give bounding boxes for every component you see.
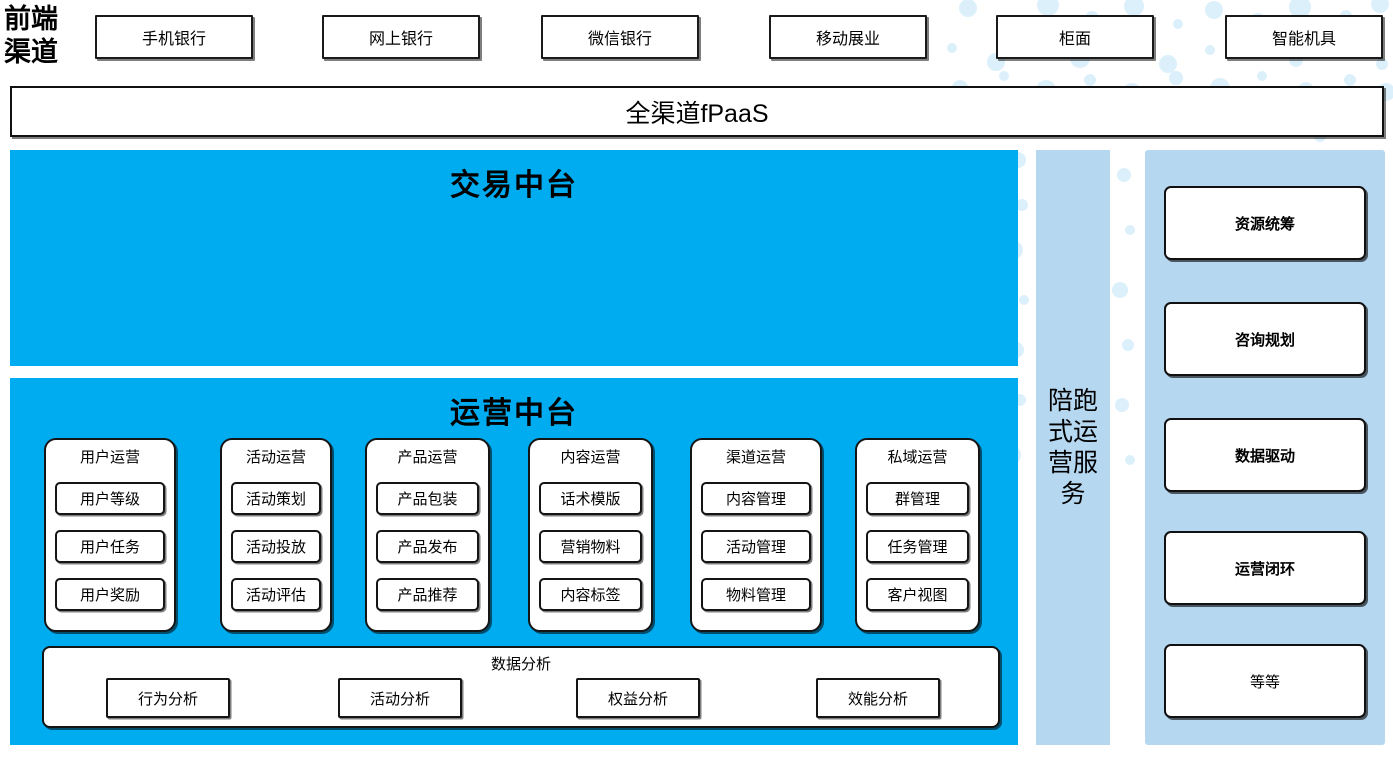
- service-strip-panel: 陪跑式运营服务: [1036, 150, 1110, 745]
- front-channel-label: 前端 渠道: [4, 2, 90, 70]
- trade-platform-panel: 交易中台: [10, 150, 1018, 366]
- capability-box-operations-closed-loop[interactable]: 运营闭环: [1164, 531, 1366, 605]
- ops-column-title: 产品运营: [397, 449, 458, 466]
- ops-item-material-management[interactable]: 物料管理: [701, 578, 811, 611]
- ops-column-title: 私域运营: [887, 449, 948, 466]
- ops-item-campaign-management[interactable]: 活动管理: [701, 530, 811, 563]
- channel-chip-smart-machine[interactable]: 智能机具: [1225, 15, 1383, 59]
- analytics-title: 数据分析: [490, 656, 551, 673]
- trade-platform-title: 交易中台: [450, 169, 578, 202]
- capability-box-etc[interactable]: 等等: [1164, 644, 1366, 718]
- channel-chip-mobile-bank[interactable]: 手机银行: [95, 15, 253, 59]
- ops-column-content-operations: 内容运营 话术模版 营销物料 内容标签: [528, 438, 653, 632]
- ops-item-script-template[interactable]: 话术模版: [539, 482, 642, 515]
- channel-chip-mobile-field[interactable]: 移动展业: [769, 15, 927, 59]
- ops-item-task-management[interactable]: 任务管理: [866, 530, 969, 563]
- analytics-band: 数据分析 行为分析 活动分析 权益分析 效能分析: [42, 646, 1000, 728]
- ops-item-user-task[interactable]: 用户任务: [55, 530, 165, 563]
- ops-item-user-level[interactable]: 用户等级: [55, 482, 165, 515]
- ops-item-campaign-delivery[interactable]: 活动投放: [231, 530, 321, 563]
- ops-column-product-operations: 产品运营 产品包装 产品发布 产品推荐: [365, 438, 490, 632]
- channel-chip-online-bank[interactable]: 网上银行: [322, 15, 480, 59]
- ops-item-campaign-evaluation[interactable]: 活动评估: [231, 578, 321, 611]
- analytics-item-efficiency[interactable]: 效能分析: [816, 678, 940, 718]
- front-channel-label-line1: 前端: [4, 4, 58, 34]
- ops-column-title: 渠道运营: [725, 449, 786, 466]
- ops-column-user-operations: 用户运营 用户等级 用户任务 用户奖励: [44, 438, 176, 632]
- ops-column-title: 用户运营: [79, 449, 140, 466]
- ops-item-campaign-planning[interactable]: 活动策划: [231, 482, 321, 515]
- ops-item-group-management[interactable]: 群管理: [866, 482, 969, 515]
- capability-box-consulting-planning[interactable]: 咨询规划: [1164, 302, 1366, 376]
- ops-item-user-reward[interactable]: 用户奖励: [55, 578, 165, 611]
- ops-column-channel-operations: 渠道运营 内容管理 活动管理 物料管理: [690, 438, 822, 632]
- analytics-item-campaign[interactable]: 活动分析: [338, 678, 462, 718]
- ops-item-customer-view[interactable]: 客户视图: [866, 578, 969, 611]
- capability-box-resource-coordination[interactable]: 资源统筹: [1164, 186, 1366, 260]
- ops-platform-title: 运营中台: [450, 397, 578, 430]
- front-channel-label-line2: 渠道: [4, 37, 58, 67]
- ops-column-campaign-operations: 活动运营 活动策划 活动投放 活动评估: [220, 438, 332, 632]
- ops-item-content-management[interactable]: 内容管理: [701, 482, 811, 515]
- fpaas-bar[interactable]: 全渠道fPaaS: [10, 86, 1384, 137]
- ops-item-product-packaging[interactable]: 产品包装: [376, 482, 479, 515]
- capability-panel: 资源统筹 咨询规划 数据驱动 运营闭环 等等: [1145, 150, 1385, 745]
- analytics-item-behavior[interactable]: 行为分析: [106, 678, 230, 718]
- ops-item-content-tag[interactable]: 内容标签: [539, 578, 642, 611]
- analytics-item-benefit[interactable]: 权益分析: [576, 678, 700, 718]
- capability-box-data-driven[interactable]: 数据驱动: [1164, 418, 1366, 492]
- ops-item-product-recommend[interactable]: 产品推荐: [376, 578, 479, 611]
- ops-column-title: 内容运营: [560, 449, 621, 466]
- ops-column-private-domain-operations: 私域运营 群管理 任务管理 客户视图: [855, 438, 980, 632]
- channel-chip-counter[interactable]: 柜面: [996, 15, 1154, 59]
- ops-column-title: 活动运营: [245, 449, 306, 466]
- channel-chip-wechat-bank[interactable]: 微信银行: [541, 15, 699, 59]
- service-strip-label: 陪跑式运营服务: [1047, 386, 1098, 508]
- ops-item-marketing-material[interactable]: 营销物料: [539, 530, 642, 563]
- ops-item-product-release[interactable]: 产品发布: [376, 530, 479, 563]
